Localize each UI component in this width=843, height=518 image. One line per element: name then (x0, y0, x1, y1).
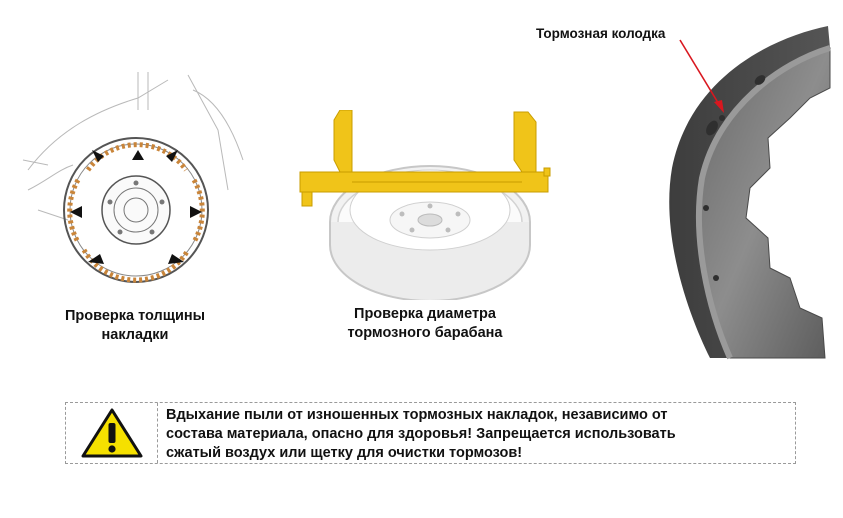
warning-line-1: Вдыхание пыли от изношенных тормозных на… (166, 407, 668, 423)
lining-check-caption-line2: накладки (101, 327, 169, 343)
warning-text: Вдыхание пыли от изношенных тормозных на… (158, 403, 676, 463)
lining-check-caption: Проверка толщины накладки (40, 307, 230, 345)
brake-shoe-photo (669, 26, 831, 360)
drum-check-caption: Проверка диаметра тормозного барабана (320, 305, 530, 343)
warning-line-3: сжатый воздух или щетку для очистки торм… (166, 445, 523, 461)
drum-check-caption-line2: тормозного барабана (347, 325, 503, 341)
warning-triangle-icon (81, 408, 142, 458)
brake-drum-caliper-illustration (299, 110, 551, 300)
lining-check-caption-line1: Проверка толщины (64, 308, 206, 324)
brake-shoe-callout: Тормозная колодка (536, 26, 666, 41)
warning-box: Вдыхание пыли от изношенных тормозных на… (65, 402, 796, 464)
warning-line-2: состава материала, опасно для здоровья! … (166, 426, 676, 442)
brake-assembly-illustration (18, 70, 250, 302)
warning-icon-cell (66, 403, 158, 463)
drum-check-caption-line1: Проверка диаметра (354, 306, 496, 322)
